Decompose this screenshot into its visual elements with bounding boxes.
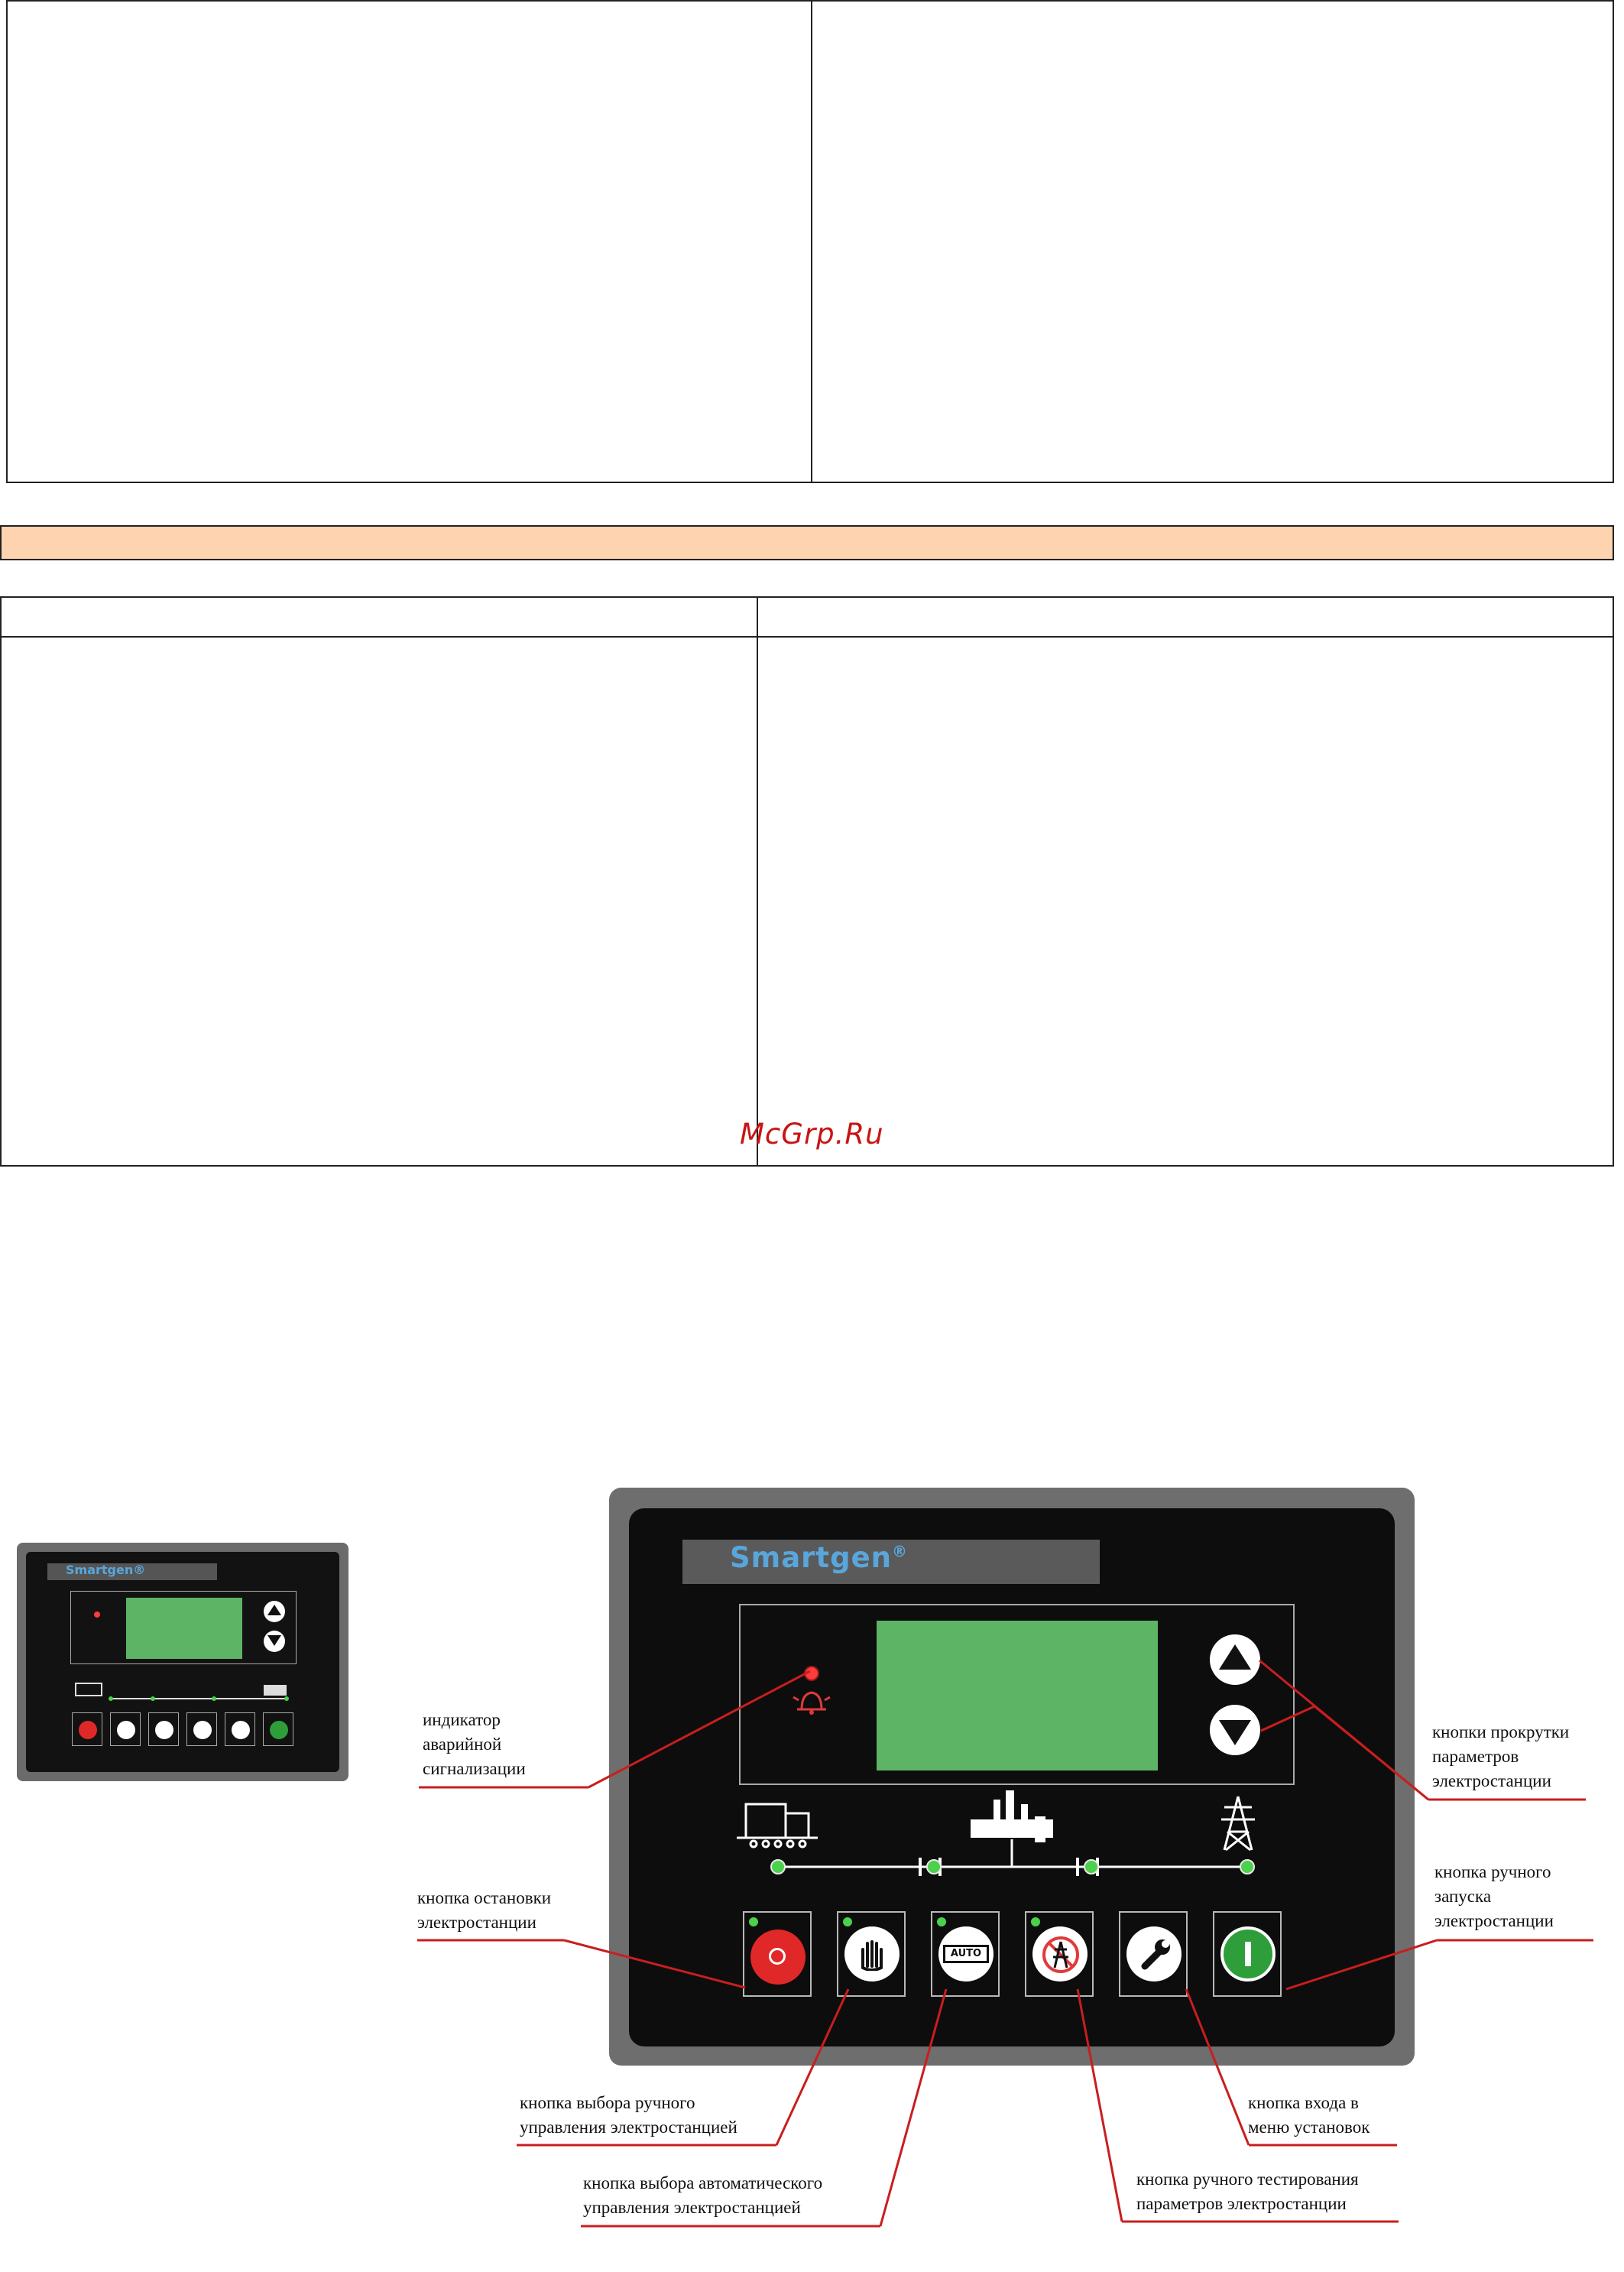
callout-auto-mode: кнопка выбора автоматического управления…: [583, 2173, 823, 2217]
auto-led: [937, 1917, 946, 1926]
wrench-icon: [1141, 1939, 1170, 1970]
stop-icon: [769, 1948, 786, 1965]
gen-switch-led: [926, 1859, 942, 1874]
bottom-table: [0, 596, 1614, 1167]
small-start-button[interactable]: [263, 1712, 293, 1746]
callout-manual-start: кнопка ручного запуска электростанции: [1434, 1862, 1554, 1930]
gen-status-led: [770, 1859, 786, 1874]
single-line-diagram: [737, 1790, 1255, 1876]
brand-logo: Smartgen®: [730, 1541, 909, 1574]
table-divider: [811, 2, 812, 482]
mains-switch-led: [1084, 1859, 1099, 1874]
callout-test: кнопка ручного тестирования параметров э…: [1136, 2170, 1359, 2213]
small-bus-diagram: [75, 1683, 289, 1701]
brand-bar: [682, 1540, 1100, 1584]
stop-button[interactable]: [743, 1911, 812, 1997]
small-test-button[interactable]: [186, 1712, 217, 1746]
hand-icon: [861, 1940, 883, 1971]
test-button[interactable]: [1025, 1911, 1094, 1997]
table-header-divider: [2, 636, 1613, 638]
manual-mode-button[interactable]: [837, 1911, 906, 1997]
small-display-frame: [70, 1591, 297, 1664]
test-led: [1031, 1917, 1040, 1926]
small-button-row: [72, 1712, 295, 1746]
small-lcd: [126, 1598, 242, 1659]
stop-led: [749, 1917, 758, 1926]
callout-settings: кнопка входа в меню установок: [1248, 2093, 1370, 2137]
mains-status-led: [1240, 1859, 1255, 1874]
alarm-bell-icon: [793, 1691, 831, 1715]
auto-mode-button[interactable]: AUTO: [931, 1911, 1000, 1997]
test-tower-icon: [1042, 1936, 1079, 1973]
callout-stop-button: кнопка остановки электростанции: [417, 1888, 552, 1932]
small-alarm-led: [94, 1611, 100, 1618]
up-down-arrow-icons: [1219, 1644, 1251, 1745]
load-icon: [971, 1790, 1053, 1842]
small-settings-button[interactable]: [225, 1712, 255, 1746]
small-manual-button[interactable]: [110, 1712, 141, 1746]
watermark: McGrp.Ru: [740, 1118, 884, 1151]
callout-manual-mode: кнопка выбора ручного управления электро…: [520, 2093, 737, 2137]
small-brand-text: Smartgen®: [66, 1563, 146, 1577]
small-auto-button[interactable]: [148, 1712, 179, 1746]
table-divider: [757, 598, 758, 1165]
start-icon: [1245, 1942, 1251, 1966]
section-header-band: [0, 525, 1614, 560]
mains-tower-icon: [1221, 1796, 1255, 1852]
display-frame: [739, 1604, 1295, 1785]
top-table: [6, 0, 1614, 483]
callout-alarm-indicator: индикатор аварийной сигнализации: [423, 1710, 526, 1778]
small-panel: [26, 1552, 339, 1772]
lcd-screen: [877, 1621, 1158, 1771]
start-button[interactable]: [1213, 1911, 1282, 1997]
small-brand-bar: [47, 1563, 217, 1580]
callout-scroll-buttons: кнопки прокрутки параметров электростанц…: [1432, 1722, 1570, 1790]
manual-led: [843, 1917, 852, 1926]
small-arrow-icons: [267, 1605, 281, 1646]
generator-icon: [737, 1803, 818, 1848]
small-stop-button[interactable]: [72, 1712, 102, 1746]
settings-button[interactable]: [1119, 1911, 1188, 1997]
auto-icon: AUTO: [943, 1945, 989, 1963]
